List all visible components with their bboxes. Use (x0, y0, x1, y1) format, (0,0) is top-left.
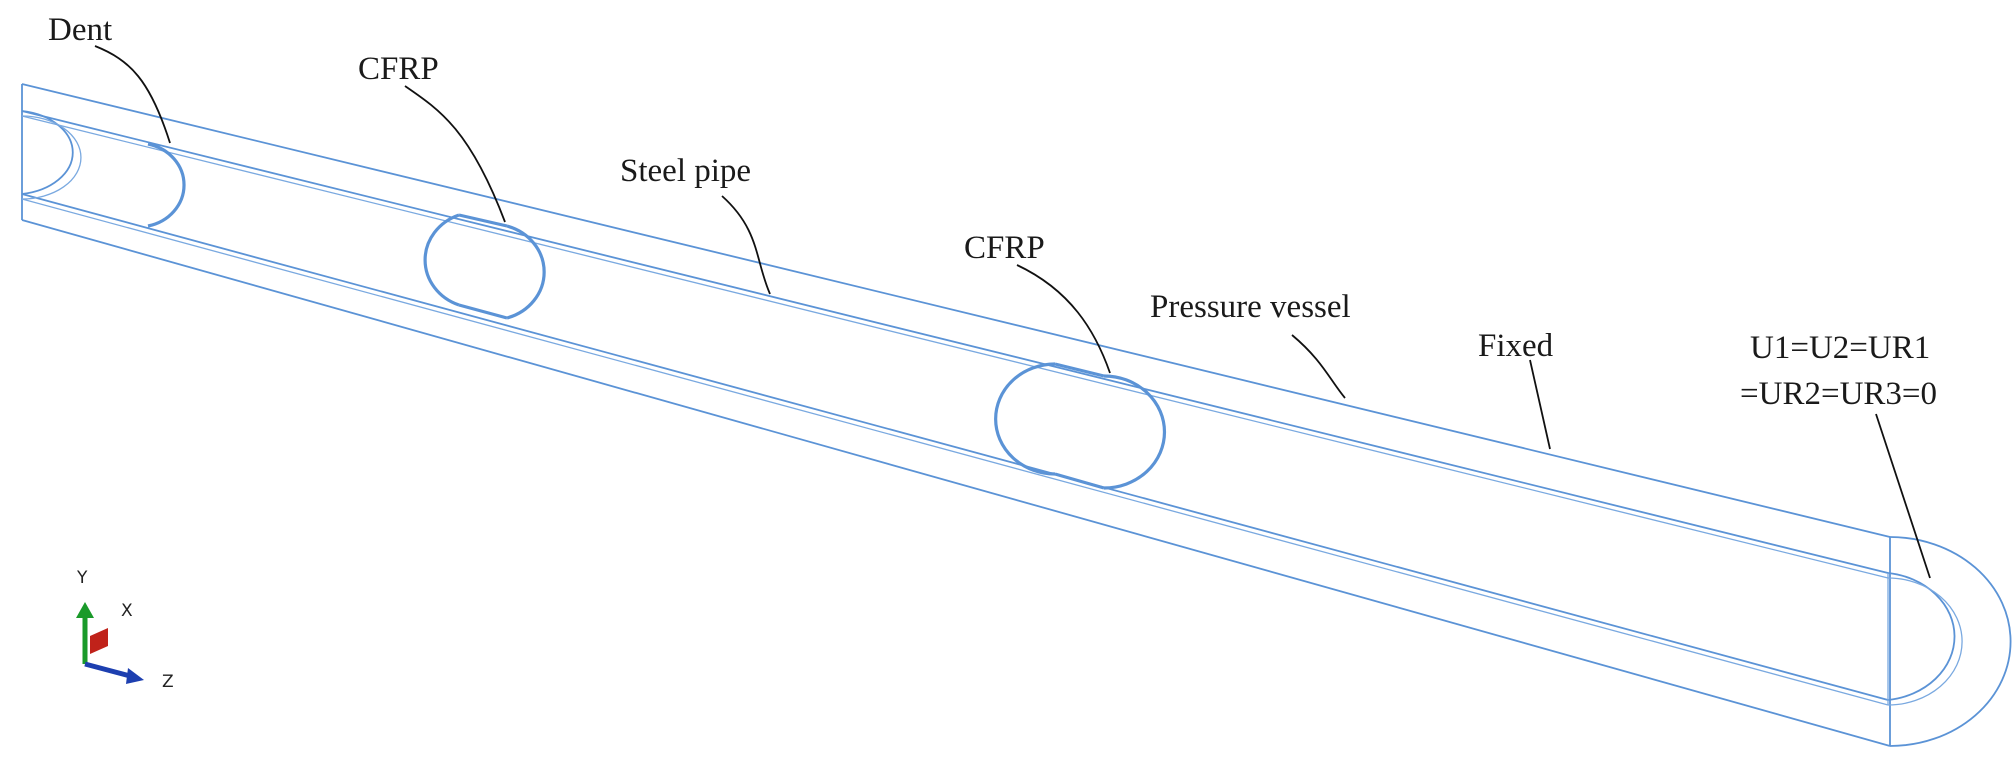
cfrp-wrap-right (994, 362, 1167, 490)
cfrp-wrap-left (423, 213, 546, 320)
cfrp-left-arc-back (506, 224, 546, 320)
cfrp-left-leader (404, 85, 506, 223)
axes-triad: Y X Z (76, 568, 174, 692)
dent-leader (94, 45, 171, 144)
bc-leader (1875, 413, 1931, 579)
leader-lines (94, 45, 1931, 579)
cfrp-left-label: CFRP (358, 51, 439, 87)
dent-label: Dent (48, 12, 112, 48)
steel-top-edge-b (21, 115, 1889, 579)
cfrp-left-arc-front (423, 213, 460, 307)
steel-pipe-leader (721, 195, 771, 295)
steel-pipe-label: Steel pipe (620, 153, 751, 189)
left-inner-arc-b (21, 115, 82, 200)
pressure-vessel-leader (1291, 334, 1346, 399)
pressure-vessel-label: Pressure vessel (1150, 289, 1351, 325)
y-axis-arrowhead (76, 602, 94, 618)
cfrp-right-arc-back (1103, 374, 1167, 490)
steel-bottom-edge-a (21, 193, 1889, 701)
x-axis-label: X (121, 601, 133, 621)
cfrp-left-top (458, 213, 508, 228)
boundary-condition-label-1: U1=U2=UR1 (1750, 330, 1930, 366)
steel-top-edge-a (21, 110, 1889, 574)
x-axis-marker (90, 628, 108, 654)
boundary-condition-label-2: =UR2=UR3=0 (1740, 376, 1937, 412)
z-axis-line (84, 661, 131, 679)
dent-arc (147, 142, 186, 228)
steel-bottom-edge-b (21, 198, 1889, 706)
pressure-vessel-body (21, 83, 2012, 747)
cfrp-right-leader (1016, 264, 1111, 374)
cfrp-right-label: CFRP (964, 230, 1045, 266)
dent-ring (147, 142, 186, 228)
y-axis-label: Y (76, 568, 88, 588)
outer-bottom-edge (21, 219, 1891, 747)
cfrp-left-bottom (458, 303, 508, 320)
outer-top-edge (21, 83, 1891, 538)
z-axis-arrowhead (126, 668, 144, 684)
right-outer-arc (1889, 536, 2012, 747)
steel-pipe-body (21, 110, 1963, 706)
right-inner-arc-b (1887, 577, 1963, 706)
cfrp-right-top (1054, 362, 1105, 378)
cfrp-right-arc-front (994, 362, 1056, 476)
cfrp-right-bottom (1054, 472, 1105, 490)
fixed-leader (1529, 359, 1551, 450)
left-inner-arc (21, 110, 74, 195)
fixed-label: Fixed (1478, 328, 1554, 364)
right-inner-arc (1887, 572, 1956, 701)
z-axis-label: Z (162, 672, 174, 692)
